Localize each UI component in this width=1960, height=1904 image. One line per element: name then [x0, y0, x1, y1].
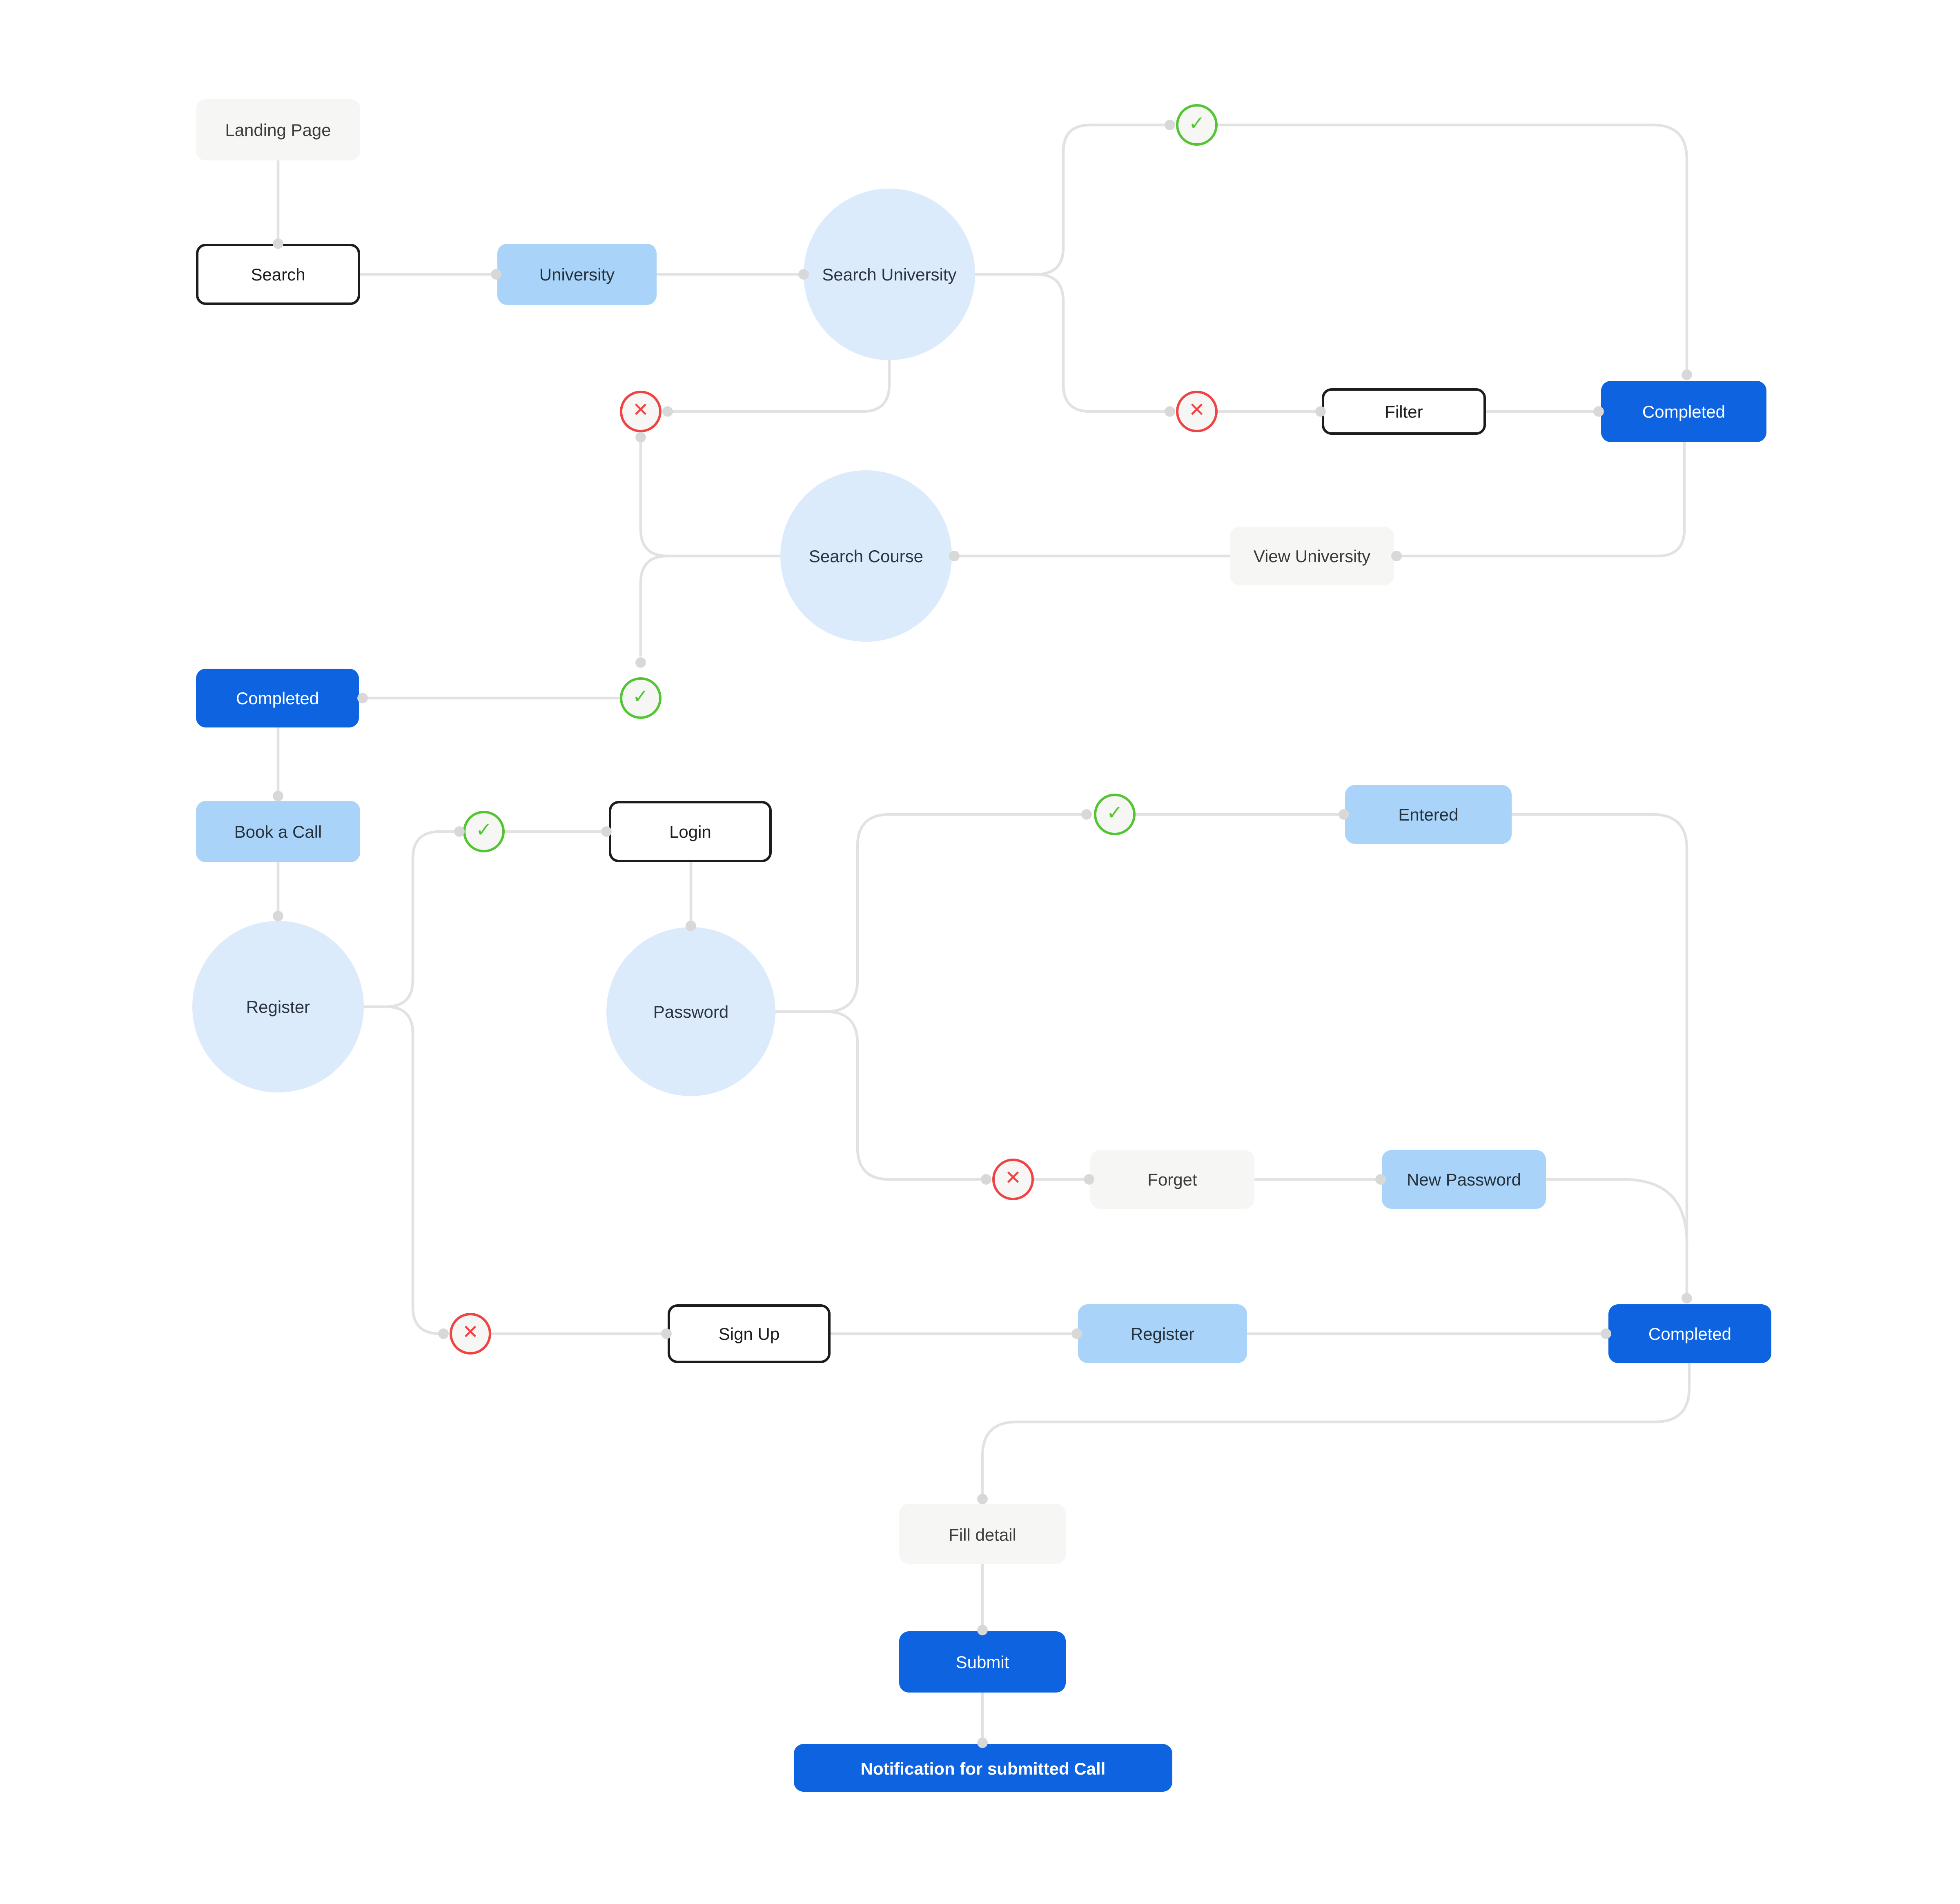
status-success-register[interactable]: ✓ [463, 811, 505, 852]
node-login[interactable]: Login [609, 801, 772, 862]
node-filter[interactable]: Filter [1322, 388, 1486, 435]
node-notification[interactable]: Notification for submitted Call [794, 1744, 1172, 1792]
cross-icon: ✕ [1004, 1168, 1022, 1189]
status-success-search-university[interactable]: ✓ [1176, 104, 1218, 146]
node-completed-search[interactable]: Completed [1601, 381, 1766, 442]
status-fail-search-university[interactable]: ✕ [1176, 391, 1218, 432]
status-fail-search-course[interactable]: ✕ [620, 391, 662, 432]
node-fill-detail[interactable]: Fill detail [899, 1504, 1066, 1564]
status-fail-register[interactable]: ✕ [450, 1313, 491, 1355]
status-success-search-course[interactable]: ✓ [620, 677, 662, 719]
node-register-submit[interactable]: Register [1078, 1304, 1247, 1363]
check-icon: ✓ [632, 687, 649, 708]
node-sign-up[interactable]: Sign Up [668, 1304, 831, 1363]
node-forget[interactable]: Forget [1090, 1150, 1254, 1209]
node-submit[interactable]: Submit [899, 1631, 1066, 1693]
node-entered[interactable]: Entered [1345, 785, 1512, 844]
node-university[interactable]: University [497, 244, 657, 305]
node-book-a-call[interactable]: Book a Call [196, 801, 360, 862]
check-icon: ✓ [475, 821, 492, 841]
node-search-university[interactable]: Search University [804, 189, 975, 360]
status-success-password[interactable]: ✓ [1094, 794, 1136, 835]
check-icon: ✓ [1188, 114, 1205, 135]
node-completed-register[interactable]: Completed [1608, 1304, 1771, 1363]
node-landing-page[interactable]: Landing Page [196, 99, 360, 160]
status-fail-password[interactable]: ✕ [992, 1159, 1034, 1200]
node-view-university[interactable]: View University [1230, 527, 1394, 585]
node-search-course[interactable]: Search Course [780, 470, 952, 642]
node-search[interactable]: Search [196, 244, 360, 305]
cross-icon: ✕ [462, 1323, 479, 1343]
node-password[interactable]: Password [606, 927, 775, 1096]
node-register[interactable]: Register [192, 921, 364, 1092]
cross-icon: ✕ [1188, 400, 1205, 421]
check-icon: ✓ [1106, 803, 1123, 824]
node-new-password[interactable]: New Password [1382, 1150, 1546, 1209]
cross-icon: ✕ [632, 400, 649, 421]
node-completed-course[interactable]: Completed [196, 669, 359, 727]
